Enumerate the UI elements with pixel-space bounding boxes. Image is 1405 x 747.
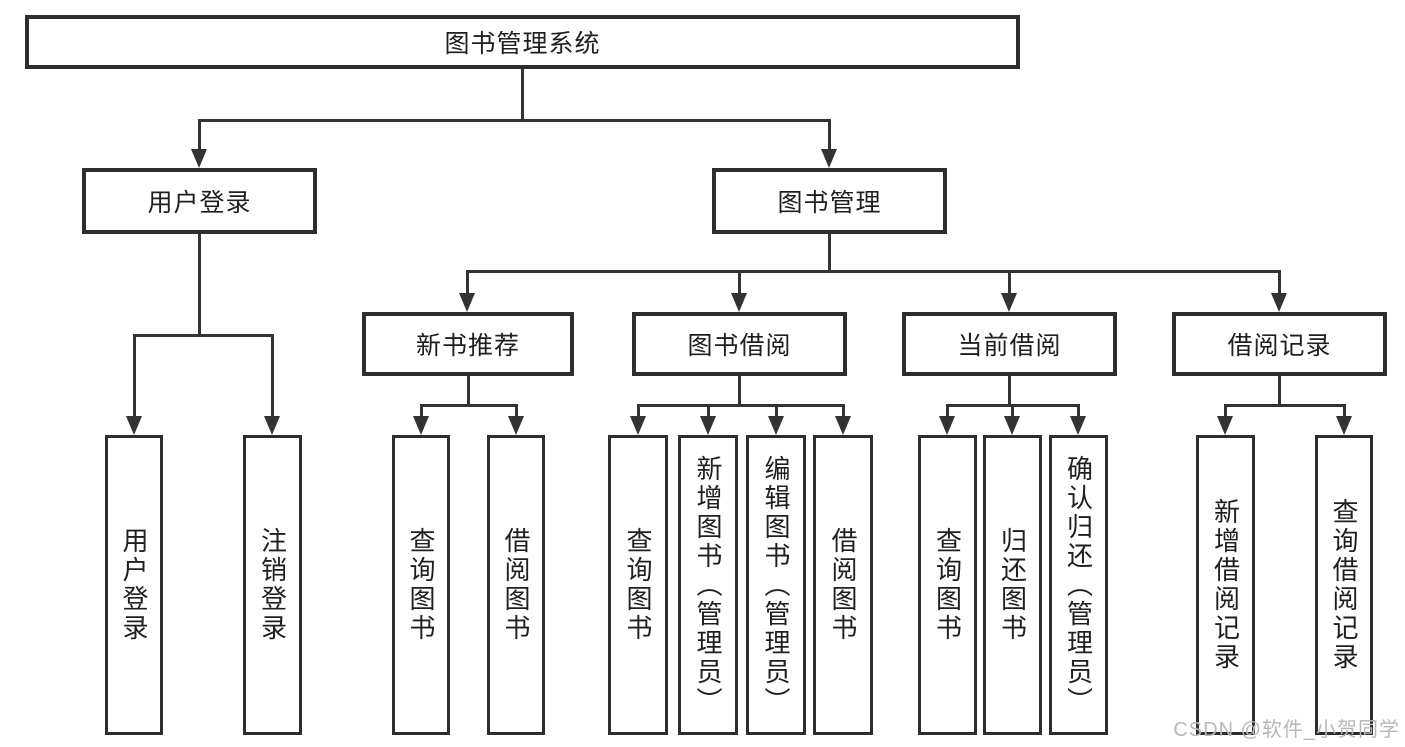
arrow-down-icon	[939, 416, 955, 435]
connector-line	[515, 404, 518, 418]
connector-line	[637, 404, 845, 407]
connector-line	[1011, 404, 1014, 418]
connector-line	[521, 69, 524, 120]
node-library-system: 图书管理系统	[25, 15, 1020, 69]
connector-line	[420, 404, 518, 407]
arrow-down-icon	[835, 416, 851, 435]
connector-line	[946, 404, 949, 418]
connector-line	[1278, 376, 1281, 406]
arrow-down-icon	[1070, 416, 1086, 435]
leaf-query-books-borrow: 查询图书	[608, 435, 668, 735]
arrow-down-icon	[768, 416, 784, 435]
connector-line	[738, 376, 741, 406]
connector-line	[198, 119, 831, 122]
arrow-down-icon	[1217, 416, 1233, 435]
connector-line	[198, 234, 201, 337]
connector-line	[842, 404, 845, 418]
leaf-add-books-admin: 新增图书（管理员）	[678, 435, 738, 735]
connector-line	[775, 404, 778, 418]
connector-line	[198, 119, 201, 150]
leaf-query-borrow-record: 查询借阅记录	[1315, 435, 1373, 735]
connector-line	[133, 334, 136, 416]
leaf-query-books-recommend: 查询图书	[392, 435, 450, 735]
csdn-watermark: CSDN @软件_小贺同学	[1173, 719, 1400, 741]
arrow-down-icon	[1001, 293, 1017, 312]
connector-line	[1224, 404, 1346, 407]
arrow-down-icon	[191, 149, 207, 168]
node-user-login: 用户登录	[82, 168, 317, 234]
node-new-book-recommend: 新书推荐	[362, 312, 574, 376]
connector-line	[707, 404, 710, 418]
connector-line	[133, 334, 274, 337]
arrow-down-icon	[264, 416, 280, 435]
connector-line	[271, 334, 274, 416]
leaf-borrow-books-recommend: 借阅图书	[487, 435, 545, 735]
arrow-down-icon	[1271, 293, 1287, 312]
leaf-return-books: 归还图书	[983, 435, 1042, 735]
leaf-edit-books-admin: 编辑图书（管理员）	[746, 435, 806, 735]
connector-line	[637, 404, 640, 418]
arrow-down-icon	[1336, 416, 1352, 435]
connector-line	[466, 270, 1281, 273]
leaf-query-books-current: 查询图书	[918, 435, 977, 735]
arrow-down-icon	[459, 293, 475, 312]
arrow-down-icon	[126, 416, 142, 435]
connector-line	[466, 270, 469, 294]
leaf-confirm-return-admin: 确认归还（管理员）	[1049, 435, 1108, 735]
arrow-down-icon	[508, 416, 524, 435]
connector-line	[738, 270, 741, 294]
connector-line	[1343, 404, 1346, 418]
connector-line	[467, 376, 470, 406]
connector-line	[828, 119, 831, 150]
connector-line	[828, 234, 831, 273]
connector-line	[1224, 404, 1227, 418]
arrow-down-icon	[413, 416, 429, 435]
leaf-logout: 注销登录	[243, 435, 302, 735]
node-borrow-records: 借阅记录	[1172, 312, 1387, 376]
arrow-down-icon	[630, 416, 646, 435]
leaf-add-borrow-record: 新增借阅记录	[1196, 435, 1255, 735]
leaf-user-login: 用户登录	[105, 435, 163, 735]
connector-line	[1008, 376, 1011, 406]
connector-line	[1278, 270, 1281, 294]
connector-line	[1077, 404, 1080, 418]
node-book-management: 图书管理	[712, 168, 947, 234]
arrow-down-icon	[700, 416, 716, 435]
node-book-borrow: 图书借阅	[632, 312, 847, 376]
connector-line	[1008, 270, 1011, 294]
leaf-borrow-books: 借阅图书	[813, 435, 873, 735]
arrow-down-icon	[731, 293, 747, 312]
node-current-borrow: 当前借阅	[902, 312, 1117, 376]
arrow-down-icon	[821, 149, 837, 168]
arrow-down-icon	[1004, 416, 1020, 435]
connector-line	[420, 404, 423, 418]
